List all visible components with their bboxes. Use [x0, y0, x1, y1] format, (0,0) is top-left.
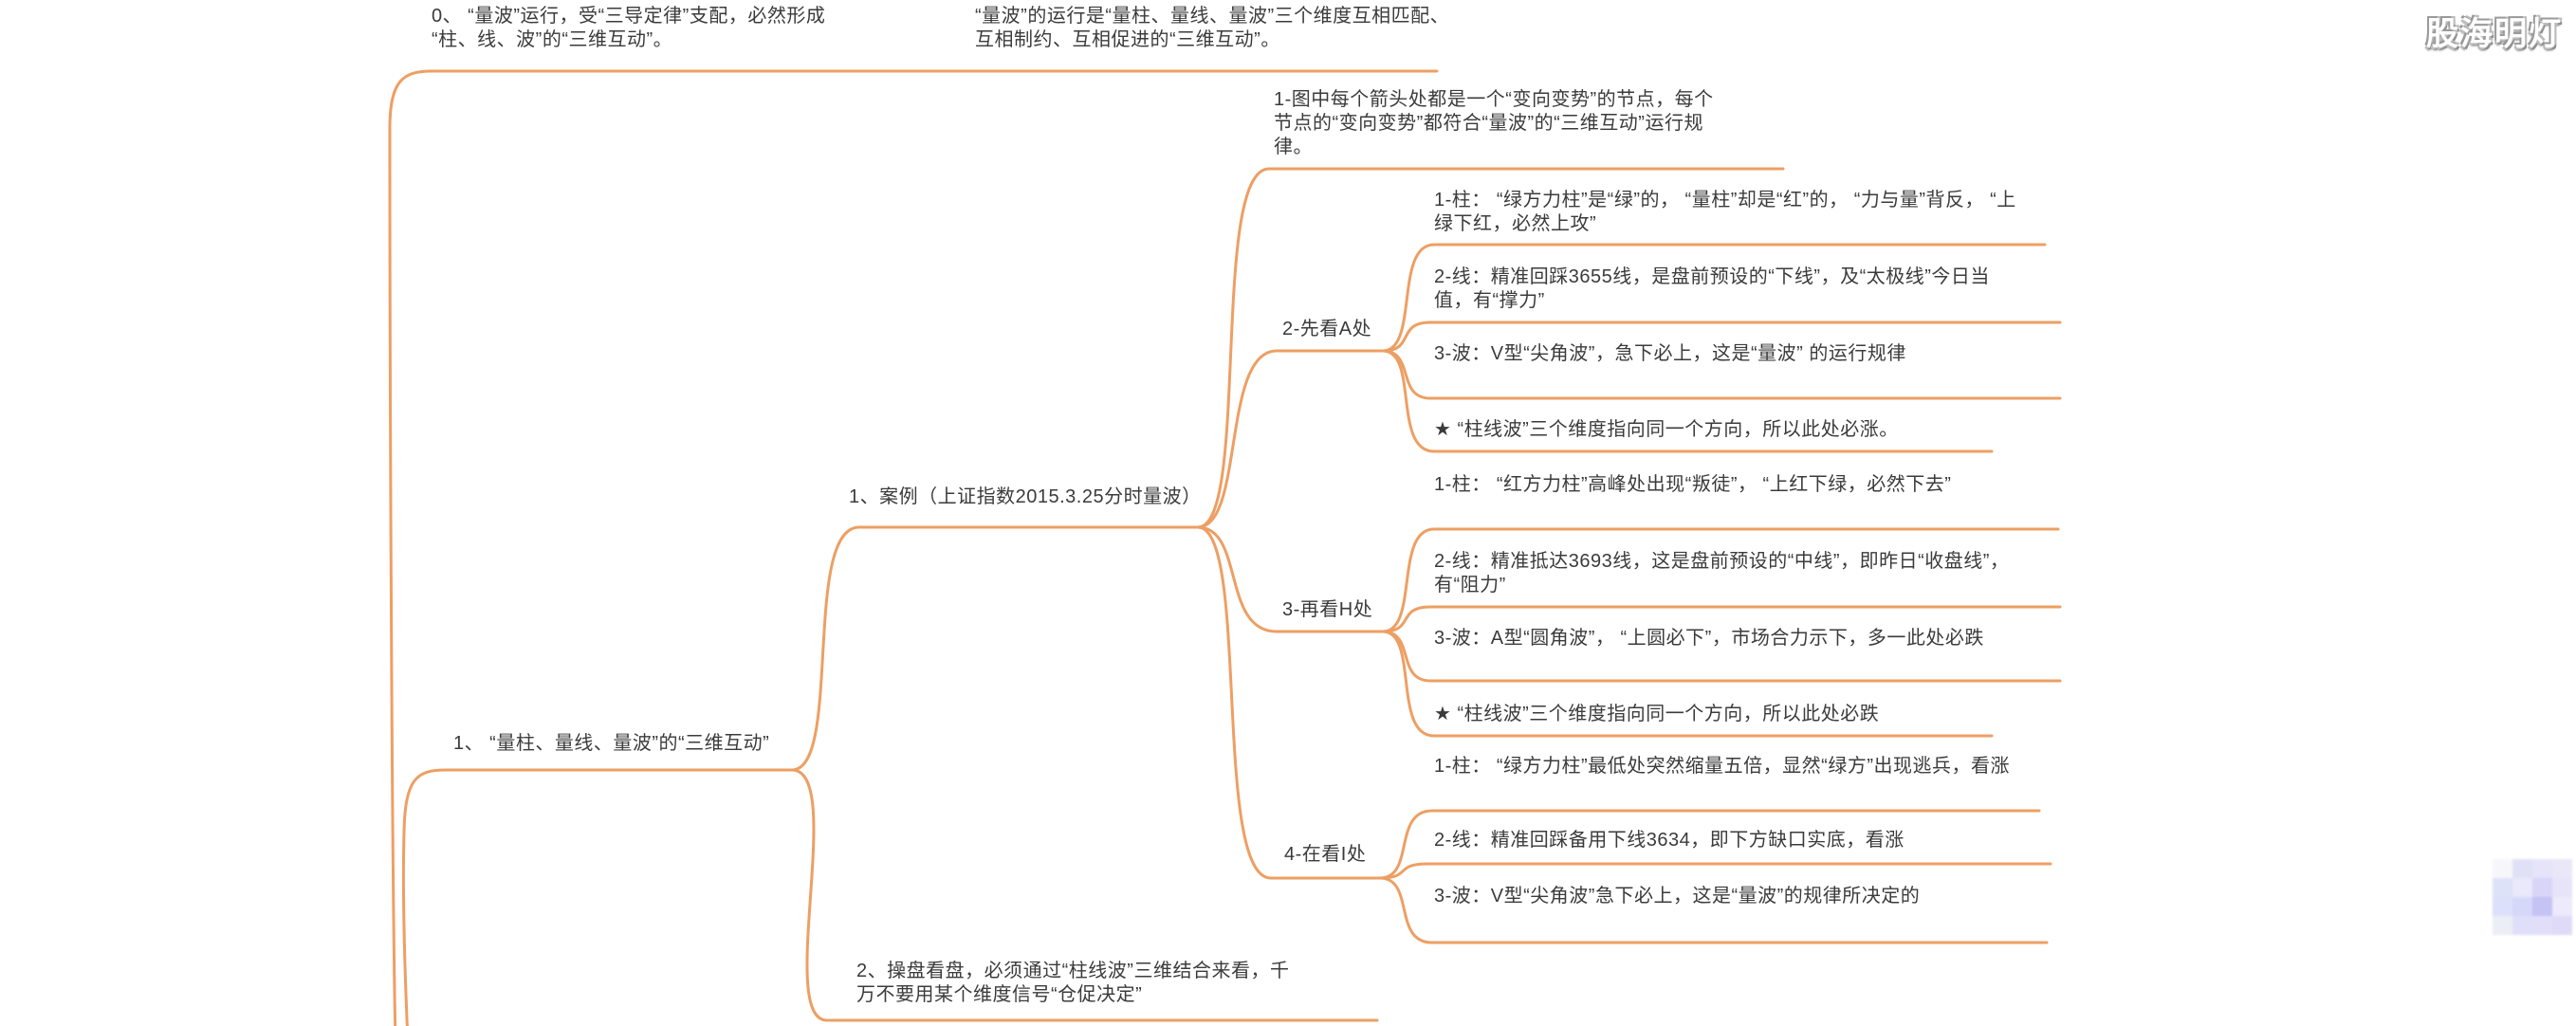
branchH-item-3[interactable]: 3-波：A型“圆角波”， “上圆必下”，市场合力示下，多一此处必跌: [1434, 628, 1984, 649]
blurred-mosaic: [2493, 859, 2572, 935]
branchA-item-4[interactable]: ★ “柱线波”三个维度指向同一个方向，所以此处必涨。: [1434, 419, 1899, 440]
topic-1[interactable]: 1、 “量柱、量线、量波”的“三维互动”: [453, 733, 770, 754]
branch-label-A[interactable]: 2-先看A处: [1282, 319, 1372, 339]
edge-I-2: [1378, 862, 2052, 880]
branchA-item-1[interactable]: 1-柱： “绿方力柱”是“绿”的， “量柱”却是“红”的， “力与量”背反， “…: [1434, 190, 2016, 234]
edge-root-topic1: [401, 768, 794, 1026]
topic-0-child[interactable]: “量波”的运行是“量柱、量线、量波”三个维度互相匹配、互相制约、互相促进的“三维…: [975, 6, 1450, 50]
note-arrows[interactable]: 1-图中每个箭头处都是一个“变向变势”的节点，每个节点的“变向变势”都符合“量波…: [1274, 89, 1714, 157]
branch-label-H[interactable]: 3-再看H处: [1282, 599, 1373, 620]
branchA-item-3[interactable]: 3-波：V型“尖角波”，急下必上，这是“量波” 的运行规律: [1434, 343, 1906, 364]
branchH-item-2[interactable]: 2-线：精准抵达3693线，这是盘前预设的“中线”，即昨日“收盘线”，有“阻力”: [1434, 551, 2010, 595]
branchI-item-2[interactable]: 2-线：精准回踩备用下线3634，即下方缺口实底，看涨: [1434, 830, 1904, 851]
note-trading[interactable]: 2、操盘看盘，必须通过“柱线波”三维结合来看，千万不要用某个维度信号“仓促决定”: [856, 961, 1290, 1005]
branchH-item-4[interactable]: ★ “柱线波”三个维度指向同一个方向，所以此处必跌: [1434, 704, 1880, 724]
branch-label-I[interactable]: 4-在看I处: [1284, 844, 1367, 865]
edge-root-topic0: [388, 69, 1439, 1026]
branchH-item-1[interactable]: 1-柱： “红方力柱”高峰处出现“叛徒”， “上红下绿，必然下去”: [1434, 474, 1952, 495]
branchI-item-1[interactable]: 1-柱： “绿方力柱”最低处突然缩量五倍，显然“绿方”出现逃兵，看涨: [1434, 756, 2010, 777]
topic-0[interactable]: 0、 “量波”运行，受“三导定律”支配，必然形成 “柱、线、波”的“三维互动”。: [432, 6, 826, 50]
edge-case-branchI: [1196, 525, 1382, 880]
watermark-logo: 股海明灯: [2426, 16, 2563, 52]
branchA-item-2[interactable]: 2-线：精准回踩3655线，是盘前预设的“下线”，及“太极线”今日当值，有“撑力…: [1434, 266, 1990, 311]
branchI-item-3[interactable]: 3-波：V型“尖角波”急下必上，这是“量波”的规律所决定的: [1434, 886, 1921, 907]
case-node[interactable]: 1、案例（上证指数2015.3.25分时量波）: [849, 486, 1202, 507]
